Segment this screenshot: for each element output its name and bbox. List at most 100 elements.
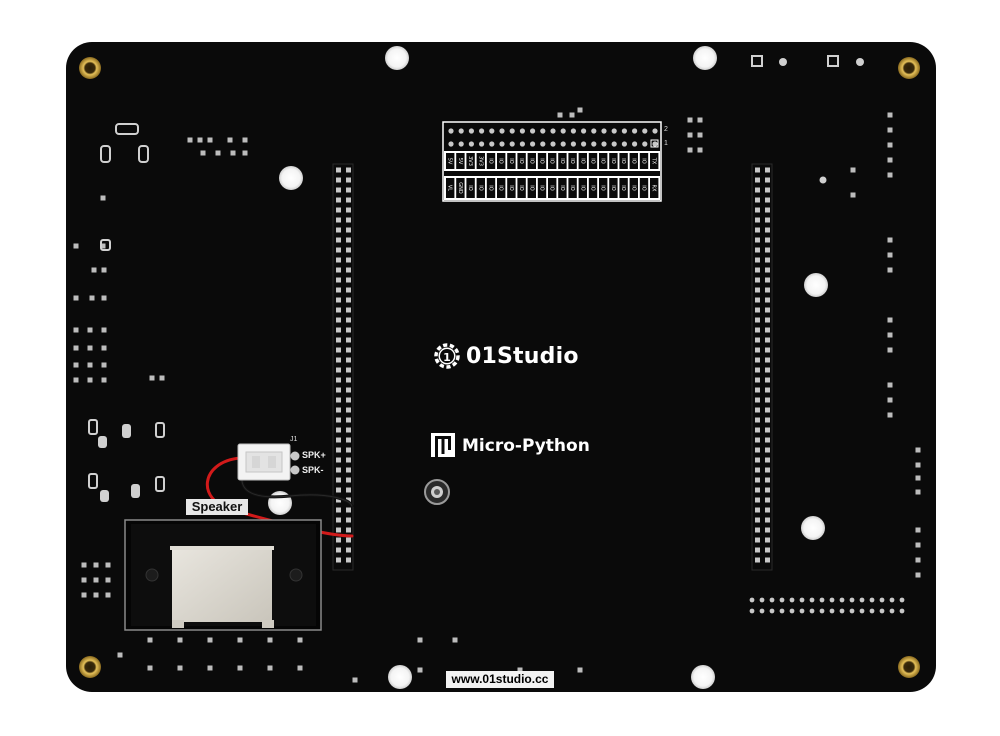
pin-label-cell xyxy=(466,178,475,198)
header-pin xyxy=(765,507,770,513)
smd-pad xyxy=(887,317,893,323)
pin-label-cell xyxy=(517,153,526,169)
header-pin xyxy=(765,487,770,493)
header-pin xyxy=(859,597,865,603)
through-hole xyxy=(279,166,303,190)
pin-label-top: 3V3 xyxy=(467,156,473,166)
right-components xyxy=(751,55,864,184)
smd-pad xyxy=(73,362,79,368)
header-pin xyxy=(879,608,885,614)
pin-label-cell xyxy=(456,153,465,169)
header-pin xyxy=(346,367,351,373)
header-pin xyxy=(749,597,755,603)
header-pin xyxy=(632,141,638,147)
pin-label-bottom: IO xyxy=(630,185,636,190)
header-pin xyxy=(479,128,485,134)
spk-plus-label: SPK+ xyxy=(302,450,326,460)
header-pin xyxy=(336,417,341,423)
gpio-header-pins xyxy=(448,128,659,148)
header-pin xyxy=(765,537,770,543)
header-pin xyxy=(499,141,505,147)
header-pin xyxy=(346,517,351,523)
left-components xyxy=(88,123,165,502)
through-hole xyxy=(801,516,825,540)
header-pin xyxy=(336,297,341,303)
pin-label-top: 5V xyxy=(457,158,463,165)
pin-label-cell xyxy=(517,178,526,198)
header-pin xyxy=(755,297,760,303)
header-pin xyxy=(346,487,351,493)
header-pin xyxy=(765,457,770,463)
smd-pad xyxy=(915,475,921,481)
pin-label-top: IO xyxy=(528,158,534,163)
smd-pad xyxy=(159,375,165,381)
header-pin xyxy=(336,287,341,293)
header-pin xyxy=(809,608,815,614)
header-pin xyxy=(336,177,341,183)
smd-pads xyxy=(73,107,921,683)
brand-name: 01Studio xyxy=(466,344,579,369)
header-pin xyxy=(519,128,526,134)
smd-pad xyxy=(417,637,423,643)
header-pin xyxy=(336,167,341,173)
header-pin xyxy=(581,141,587,147)
header-pin xyxy=(336,467,341,473)
pin-label-bottom: IO xyxy=(610,185,616,190)
header-pin xyxy=(336,337,341,343)
pin-label-cell xyxy=(558,153,567,169)
pin-label-cell xyxy=(599,178,608,198)
header-pin xyxy=(336,197,341,203)
header-pin xyxy=(489,141,495,147)
header-pin xyxy=(755,467,760,473)
pin-label-bottom: IO xyxy=(508,185,514,190)
pin-label-bottom: IO xyxy=(549,185,555,190)
header-pin xyxy=(336,527,341,533)
smd-pad xyxy=(73,295,79,301)
right-pin-header xyxy=(751,163,773,571)
smd-pad xyxy=(87,345,93,351)
pin-label-bottom: IO xyxy=(590,185,596,190)
header-pin xyxy=(346,327,351,333)
header-pin xyxy=(799,608,805,614)
header-row-number-2: 2 xyxy=(664,126,668,133)
smd-pad xyxy=(147,665,153,671)
smd-pad xyxy=(887,332,893,338)
connector-ref: J1 xyxy=(290,436,298,443)
smd-pad xyxy=(101,345,107,351)
through-hole xyxy=(268,491,292,515)
pin-label-top: 5V xyxy=(447,158,453,165)
smd-pad xyxy=(105,592,111,598)
header-pin xyxy=(765,517,770,523)
header-pin xyxy=(336,457,341,463)
header-pin xyxy=(765,167,770,173)
header-pin xyxy=(765,237,770,243)
header-pin xyxy=(755,497,760,503)
header-pin xyxy=(336,317,341,323)
smd-pad xyxy=(417,667,423,673)
header-pin xyxy=(336,477,341,483)
pin-label-cell xyxy=(497,178,506,198)
header-pin xyxy=(336,357,341,363)
header-pin xyxy=(346,457,351,463)
header-pin xyxy=(755,417,760,423)
pin-label-cell xyxy=(599,153,608,169)
spk-pad xyxy=(290,465,300,475)
smd-pad xyxy=(915,527,921,533)
smd-pad xyxy=(697,117,703,123)
header-pin xyxy=(765,417,770,423)
header-pin xyxy=(336,537,341,543)
header-pin xyxy=(346,197,351,203)
pin-label-cell xyxy=(497,153,506,169)
pin-label-cell xyxy=(568,153,577,169)
header-pin xyxy=(611,141,617,147)
smd-pad xyxy=(200,150,206,156)
pin-label-top: IO xyxy=(549,158,555,163)
header-pin xyxy=(346,467,351,473)
header-pin xyxy=(765,367,770,373)
header-pin xyxy=(346,207,351,213)
pin-label-cells: 5VVL5VGND3V3IO3V3IOIOIOIOIOIOIOIOIOIOIOI… xyxy=(446,153,659,198)
pin-label-cell xyxy=(639,178,649,198)
smd-pad xyxy=(887,157,893,163)
pin-label-cell xyxy=(548,178,557,198)
header-pin xyxy=(346,177,351,183)
